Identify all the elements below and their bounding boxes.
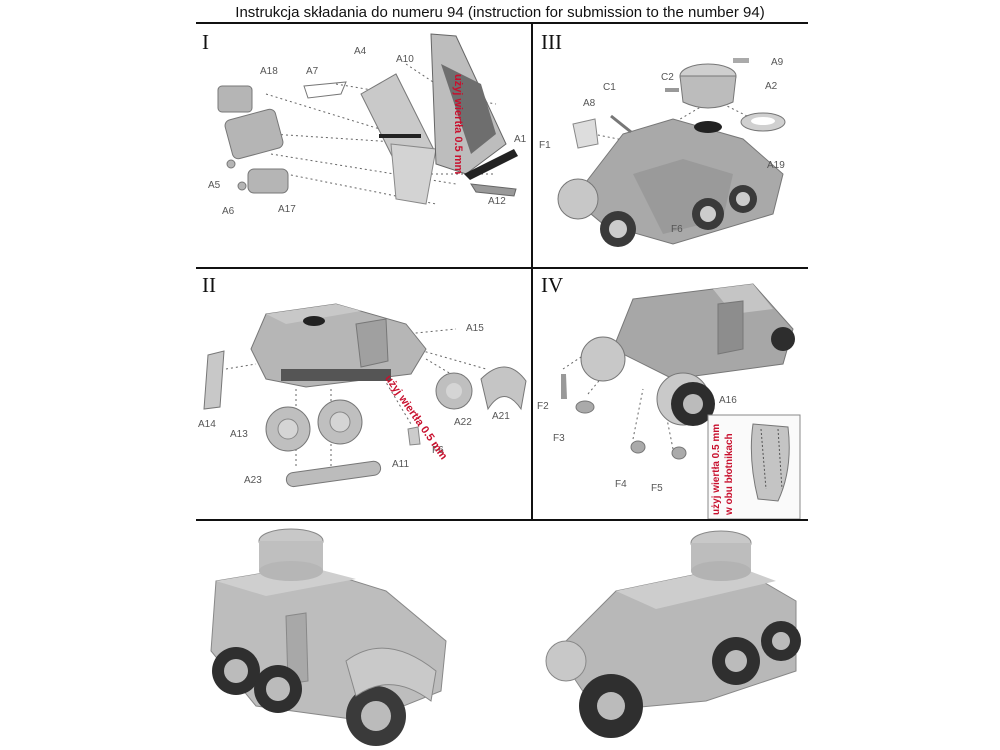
label-f6: F6 (432, 445, 444, 456)
label-f1: F1 (539, 140, 551, 151)
instruction-title: Instrukcja składania do numeru 94 (instr… (235, 4, 765, 21)
label-a7: A7 (306, 66, 319, 77)
label-a19: A19 (767, 160, 785, 171)
finished-vehicle-renders (210, 528, 801, 746)
label-a17: A17 (278, 204, 296, 215)
vehicle-view-left (210, 528, 447, 746)
drill-note: użyj wiertła 0.5 mm (452, 74, 464, 175)
step-number: I (202, 30, 209, 54)
step-number: III (541, 30, 562, 54)
label-a10: A10 (396, 54, 414, 65)
vertical-divider (531, 22, 533, 520)
drill-note-line-2: w obu błotnikach (724, 433, 735, 515)
label-a18: A18 (260, 66, 278, 77)
label-a23: A23 (244, 475, 262, 486)
label-a6: A6 (222, 206, 235, 217)
vehicle-view-right (545, 530, 801, 738)
label-f3: F3 (553, 433, 565, 444)
panel-step-2: II A15 A14 A13 A22 A (196, 269, 531, 519)
label-a8: A8 (583, 98, 596, 109)
panel-step-1: I A18 A7 A4 A10 (196, 24, 531, 267)
middle-divider (196, 267, 808, 269)
chassis-exploded-diagram (217, 33, 518, 205)
label-a16: A16 (719, 395, 737, 406)
step-number: II (202, 273, 216, 297)
label-a22: A22 (454, 417, 472, 428)
label-a2: A2 (765, 81, 778, 92)
panel-step-3: III C2 A9 A2 C1 A8 F1 A19 F6 (533, 24, 808, 267)
front-details-diagram (561, 283, 801, 519)
label-c1: C1 (603, 82, 616, 93)
bottom-divider (196, 519, 808, 521)
label-a5: A5 (208, 180, 221, 191)
finished-model-views (196, 521, 808, 750)
step-number: IV (541, 273, 564, 297)
label-f5: F5 (651, 483, 663, 494)
label-a12: A12 (488, 196, 506, 207)
label-a11: A11 (392, 459, 410, 470)
label-c2: C2 (661, 72, 674, 83)
label-f6: F6 (671, 224, 683, 235)
turret-assembly-diagram (557, 58, 786, 247)
label-a14: A14 (198, 419, 216, 430)
label-f2: F2 (537, 401, 549, 412)
label-a21: A21 (492, 411, 510, 422)
label-a1: A1 (514, 134, 527, 145)
drill-note-line-1: użyj wiertła 0.5 mm (711, 423, 722, 515)
top-divider (196, 22, 808, 24)
label-a4: A4 (354, 46, 367, 57)
label-a15: A15 (466, 323, 484, 334)
panel-step-4: IV F2 F3 A16 F4 F5 użyj wiertła 0.5 mm w… (533, 269, 808, 519)
label-a9: A9 (771, 57, 784, 68)
wheels-and-fenders-diagram (203, 303, 527, 488)
label-a13: A13 (230, 429, 248, 440)
label-f4: F4 (615, 479, 627, 490)
